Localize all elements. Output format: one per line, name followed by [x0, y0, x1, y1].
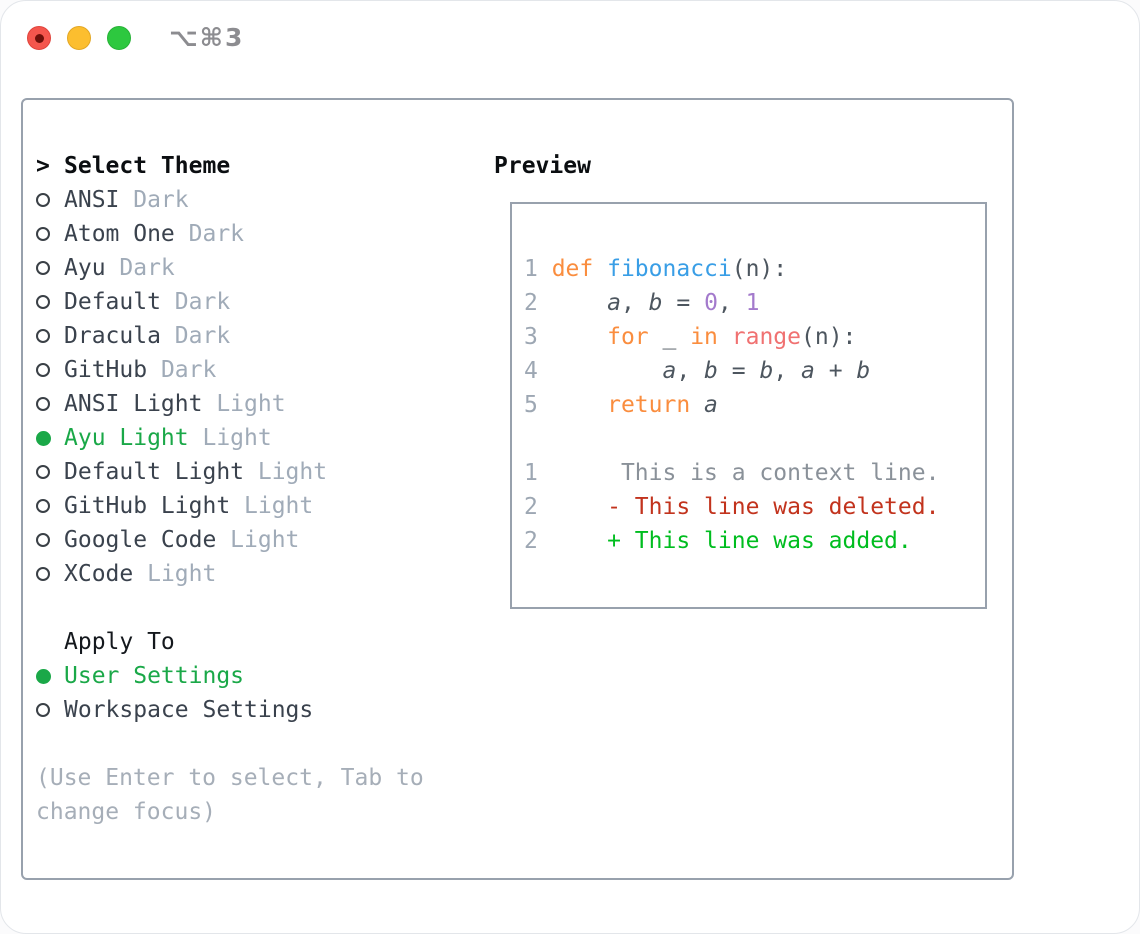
preview-title: Preview: [494, 153, 591, 179]
code-line: 1 def fibonacci(n):: [524, 256, 788, 282]
item-label: ANSI: [64, 187, 120, 213]
select-theme-header: > Select Theme: [36, 149, 424, 183]
item-label: User Settings: [64, 663, 245, 689]
cursor-indicator: >: [36, 153, 50, 179]
theme-item-google-code[interactable]: Google Code Light: [36, 523, 424, 557]
radio-unselected-icon: [36, 397, 64, 411]
theme-item-atom-one[interactable]: Atom One Dark: [36, 217, 424, 251]
diff-line: 1 This is a context line.: [524, 460, 940, 486]
code-line: 2 a, b = 0, 1: [524, 290, 760, 316]
theme-variant-badge: Dark: [160, 357, 217, 383]
theme-item-dracula[interactable]: Dracula Dark: [36, 319, 424, 353]
help-text: (Use Enter to select, Tab to change focu…: [36, 761, 424, 829]
diff-line: 2 + This line was added.: [524, 528, 912, 554]
window-title: ⌥⌘3: [169, 23, 245, 52]
theme-variant-badge: Dark: [174, 289, 231, 315]
theme-variant-badge: Dark: [188, 221, 245, 247]
theme-variant-badge: Dark: [174, 323, 231, 349]
spacer: [36, 591, 424, 625]
radio-unselected-icon: [36, 227, 64, 241]
zoom-button[interactable]: [107, 26, 131, 50]
item-label: Google Code: [64, 527, 217, 553]
code-line: 4 a, b = b, a + b: [524, 358, 871, 384]
item-label: Atom One: [64, 221, 175, 247]
item-label: XCode: [64, 561, 134, 587]
radio-selected-icon: [36, 430, 64, 446]
radio-unselected-icon: [36, 261, 64, 275]
theme-item-github-light[interactable]: GitHub Light Light: [36, 489, 424, 523]
item-label: Ayu: [64, 255, 106, 281]
theme-item-default[interactable]: Default Dark: [36, 285, 424, 319]
radio-selected-icon: [36, 668, 64, 684]
close-dot-icon: [34, 33, 44, 43]
theme-item-ansi[interactable]: ANSI Dark: [36, 183, 424, 217]
item-label: GitHub: [64, 357, 148, 383]
theme-variant-badge: Light: [257, 459, 328, 485]
select-theme-title: Select Theme: [64, 153, 231, 179]
close-button[interactable]: [27, 26, 51, 50]
theme-variant-badge: Light: [230, 527, 300, 553]
diff-line: 2 - This line was deleted.: [524, 494, 940, 520]
apply-to-title: Apply To: [64, 629, 175, 655]
radio-unselected-icon: [36, 567, 64, 581]
theme-variant-badge: Dark: [133, 187, 189, 213]
theme-item-default-light[interactable]: Default Light Light: [36, 455, 424, 489]
preview-box: 1 def fibonacci(n): 2 a, b = 0, 1 3 for _ …: [510, 202, 987, 609]
radio-unselected-icon: [36, 363, 64, 377]
apply-option-user-settings[interactable]: User Settings: [36, 659, 424, 693]
apply-option-workspace-settings[interactable]: Workspace Settings: [36, 693, 424, 727]
theme-variant-badge: Light: [202, 425, 272, 451]
help-line-1: (Use Enter to select, Tab to: [36, 765, 424, 791]
preview-code: 1 def fibonacci(n): 2 a, b = 0, 1 3 for _ …: [524, 252, 985, 558]
theme-variant-badge: Light: [216, 391, 286, 417]
theme-item-ansi-light[interactable]: ANSI Light Light: [36, 387, 424, 421]
item-label: ANSI Light: [64, 391, 203, 417]
theme-variant-badge: Light: [147, 561, 217, 587]
item-label: Default Light: [64, 459, 245, 485]
item-label: Default: [64, 289, 161, 315]
apply-to-header: Apply To: [36, 625, 424, 659]
radio-unselected-icon: [36, 533, 64, 547]
item-label: GitHub Light: [64, 493, 231, 519]
item-label: Ayu Light: [64, 425, 189, 451]
radio-unselected-icon: [36, 329, 64, 343]
theme-item-xcode[interactable]: XCode Light: [36, 557, 424, 591]
theme-variant-badge: Light: [244, 493, 314, 519]
code-line: 5 return a: [524, 392, 718, 418]
item-label: Dracula: [64, 323, 161, 349]
blank-line: [524, 422, 985, 456]
help-line-2: change focus): [36, 799, 217, 825]
item-label: Workspace Settings: [64, 697, 314, 723]
theme-item-github[interactable]: GitHub Dark: [36, 353, 424, 387]
theme-item-ayu-light[interactable]: Ayu Light Light: [36, 421, 424, 455]
theme-item-ayu[interactable]: Ayu Dark: [36, 251, 424, 285]
theme-variant-badge: Dark: [119, 255, 175, 281]
radio-unselected-icon: [36, 499, 64, 513]
code-line: 3 for _ in range(n):: [524, 324, 857, 350]
radio-unselected-icon: [36, 295, 64, 309]
radio-unselected-icon: [36, 703, 64, 717]
radio-unselected-icon: [36, 193, 64, 207]
titlebar: ⌥⌘3: [1, 1, 1139, 76]
minimize-button[interactable]: [67, 26, 91, 50]
spacer: [36, 727, 424, 761]
radio-unselected-icon: [36, 465, 64, 479]
